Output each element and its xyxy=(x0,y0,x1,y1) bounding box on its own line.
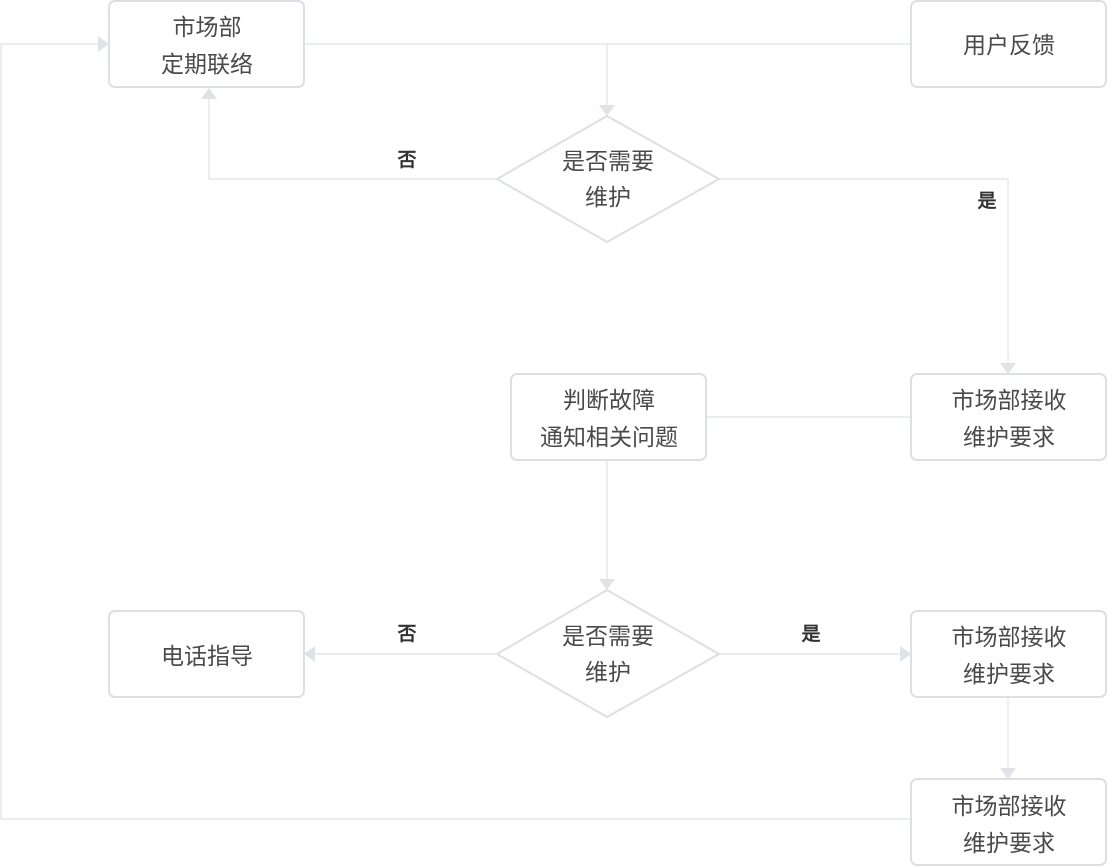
node-market-receive-1-line2: 维护要求 xyxy=(963,425,1055,451)
node-market-receive-1-line1: 市场部接收 xyxy=(952,388,1067,414)
node-judge-fault-line1: 判断故障 xyxy=(563,388,655,414)
node-decision-2-line1: 是否需要 xyxy=(562,624,654,650)
node-market-receive-3-line1: 市场部接收 xyxy=(952,794,1067,820)
node-market-contact: 市场部 定期联络 xyxy=(108,0,305,88)
arrow-into-market-receive-2 xyxy=(900,646,911,662)
arrow-into-decision-2 xyxy=(599,579,615,590)
node-market-receive-2-line1: 市场部接收 xyxy=(952,625,1067,651)
node-market-receive-3-line2: 维护要求 xyxy=(963,831,1055,857)
edge-label-decision-2-yes: 是 xyxy=(801,623,820,645)
node-market-receive-1: 市场部接收 维护要求 xyxy=(910,373,1107,461)
node-phone-guidance-line1: 电话指导 xyxy=(161,644,253,670)
node-market-receive-2: 市场部接收 维护要求 xyxy=(910,610,1107,698)
connector-decision-1-yes xyxy=(719,178,1009,364)
node-market-contact-line1: 市场部 xyxy=(173,15,242,41)
arrow-into-market-contact-bottom xyxy=(201,88,217,99)
node-phone-guidance: 电话指导 xyxy=(108,610,305,698)
arrow-into-decision-1 xyxy=(599,105,615,116)
node-decision-2-line2: 维护 xyxy=(585,660,631,686)
node-decision-1-line1: 是否需要 xyxy=(562,149,654,175)
arrow-into-phone-guidance xyxy=(304,646,315,662)
node-judge-fault-line2: 通知相关问题 xyxy=(540,425,678,451)
node-judge-fault: 判断故障 通知相关问题 xyxy=(510,373,707,461)
node-user-feedback-line1: 用户反馈 xyxy=(963,33,1055,59)
node-market-contact-line2: 定期联络 xyxy=(161,52,253,78)
arrow-into-market-contact-left xyxy=(98,36,109,52)
node-decision-1: 是否需要 维护 xyxy=(494,114,722,244)
node-decision-2: 是否需要 维护 xyxy=(494,588,722,719)
edge-label-decision-1-no: 否 xyxy=(396,149,416,171)
node-decision-1-line2: 维护 xyxy=(585,185,631,211)
arrow-into-market-receive-3 xyxy=(1000,768,1016,779)
node-user-feedback: 用户反馈 xyxy=(910,0,1107,88)
connector-decision-1-no xyxy=(208,98,497,180)
connector-loop-back xyxy=(0,43,911,820)
edge-label-decision-2-no: 否 xyxy=(396,623,416,645)
node-market-receive-3: 市场部接收 维护要求 xyxy=(910,778,1107,866)
arrow-into-market-receive-1 xyxy=(1000,363,1016,374)
node-market-receive-2-line2: 维护要求 xyxy=(963,662,1055,688)
edge-label-decision-1-yes: 是 xyxy=(977,190,996,212)
